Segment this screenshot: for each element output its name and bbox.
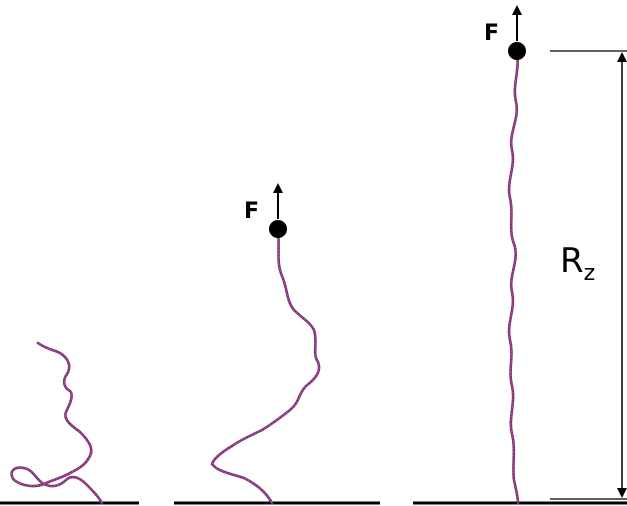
polymer-chain-partial xyxy=(210,230,321,505)
polymer-chain-partial-texture xyxy=(211,231,320,504)
bead-middle xyxy=(269,220,287,238)
force-label-right: F xyxy=(484,21,499,46)
polymer-chain-stretched xyxy=(507,50,520,505)
polymer-chain-stretched-texture xyxy=(508,51,519,504)
bead-right xyxy=(508,42,526,60)
rz-label-main: R xyxy=(560,241,584,281)
force-label-middle: F xyxy=(244,199,259,224)
rz-label: Rz xyxy=(560,241,595,286)
polymer-chain-relaxed-texture xyxy=(11,342,103,504)
rz-label-subscript: z xyxy=(584,261,596,286)
